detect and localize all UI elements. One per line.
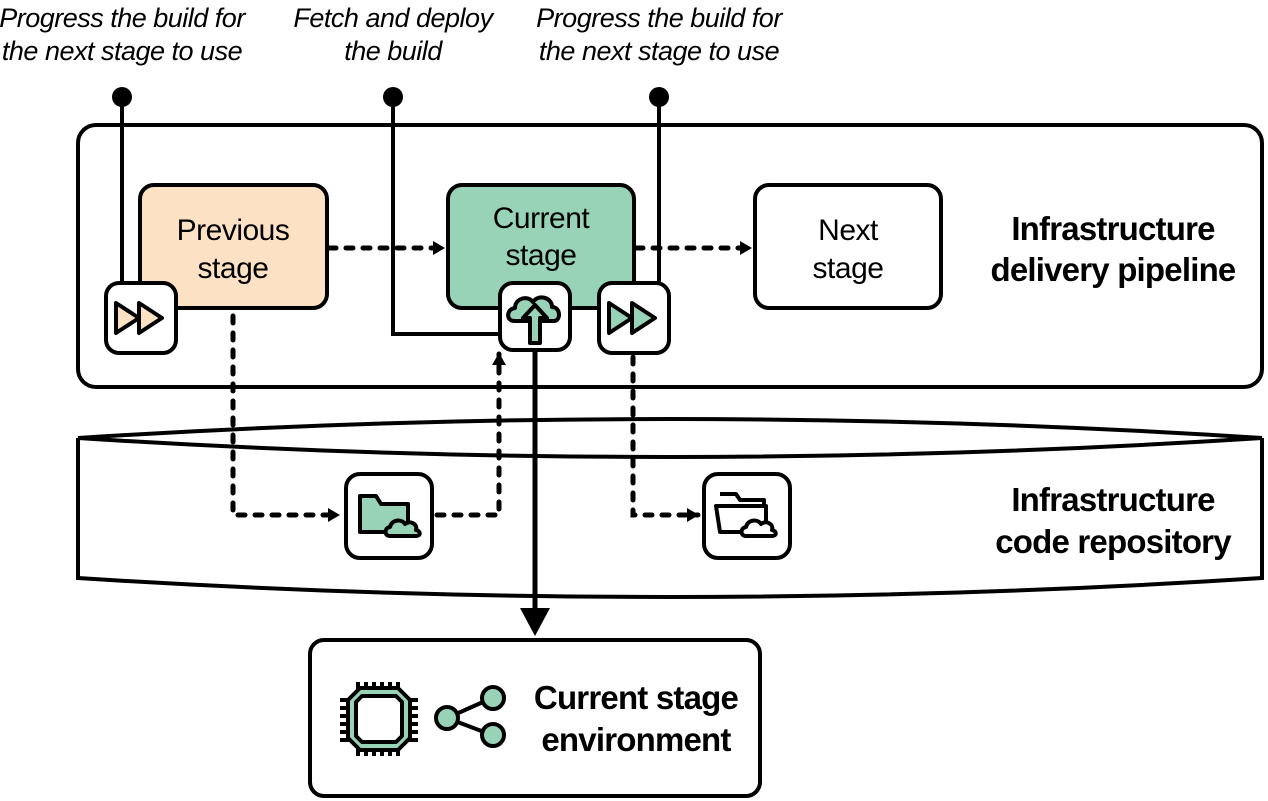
environment-title-line: Current stage: [534, 679, 739, 716]
arrow-current-to-repo: [630, 354, 701, 522]
stage-label: Next: [818, 214, 879, 247]
caption-line: Fetch and deploy: [293, 3, 494, 33]
repository-title-line: Infrastructure: [1011, 481, 1215, 518]
caption-fetch-deploy: Fetch and deploy the build: [293, 3, 495, 66]
pipeline-title-line: Infrastructure: [1011, 210, 1215, 247]
stage-label: Current: [493, 202, 591, 235]
caption-line: Progress the build for: [536, 3, 783, 33]
fast-forward-icon: [104, 281, 178, 355]
stage-label: stage: [506, 239, 577, 272]
stage-label: Previous: [177, 214, 290, 247]
share-nodes-icon: [434, 685, 506, 748]
chip-icon: [340, 682, 418, 756]
caption-line: the next stage to use: [539, 36, 780, 66]
folder-cloud-icon: [344, 472, 434, 560]
caption-progress-build-left: Progress the build for the next stage to…: [0, 3, 247, 66]
caption-line: the build: [344, 36, 443, 66]
fast-forward-icon: [597, 281, 671, 355]
caption-line: the next stage to use: [2, 36, 243, 66]
cloud-upload-icon: [498, 281, 572, 352]
stage-previous: Previous stage: [138, 183, 329, 310]
stage-label: stage: [813, 252, 884, 285]
arrow-previous-to-repo: [230, 313, 342, 522]
caption-progress-build-right: Progress the build for the next stage to…: [536, 3, 784, 66]
callout-pin-middle: [383, 87, 503, 336]
environment-title-line: environment: [541, 721, 731, 758]
stage-label: stage: [198, 252, 269, 285]
folder-cloud-outline-icon: [702, 472, 792, 560]
repository-title-line: code repository: [995, 523, 1232, 560]
pipeline-title-line: delivery pipeline: [990, 251, 1235, 288]
pipeline-container: [76, 123, 1264, 389]
stage-next: Next stage: [753, 183, 943, 310]
arrow-repo-to-current: [434, 351, 506, 518]
deploy-arrowhead: [520, 608, 550, 636]
callout-pin-right: [649, 87, 669, 288]
environment-box: [308, 638, 762, 798]
caption-line: Progress the build for: [0, 3, 246, 33]
callout-pin-left: [112, 87, 132, 288]
